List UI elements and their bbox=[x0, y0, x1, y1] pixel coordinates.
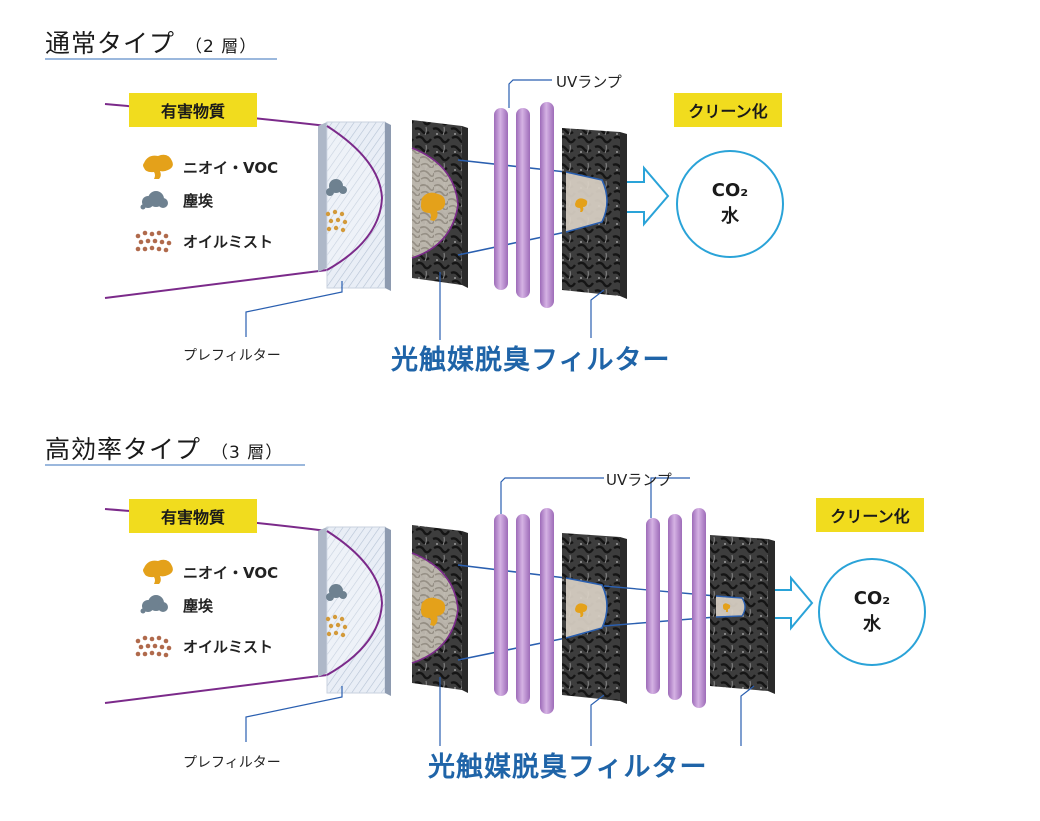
uv-label-leader-2 bbox=[650, 477, 690, 518]
legend-oil-mist: オイルミスト bbox=[183, 638, 274, 656]
prefilter-label: プレフィルター bbox=[183, 348, 281, 364]
legend-voc: ニオイ・VOC bbox=[183, 159, 279, 177]
uv-lamp-label: UVランプ bbox=[556, 73, 622, 91]
prefilter-mist bbox=[325, 209, 348, 233]
dust-icon bbox=[140, 595, 168, 614]
prefilter-leader bbox=[245, 281, 343, 337]
photocatalyst-leader-2 bbox=[590, 289, 605, 338]
uv-lamp-label: UVランプ bbox=[606, 471, 672, 489]
voc-cloud-icon bbox=[143, 154, 173, 179]
section-heading: 高効率タイプ （3 層） bbox=[45, 430, 283, 466]
layer-count: （2 層） bbox=[185, 37, 258, 57]
photocatalyst-leader-3 bbox=[740, 685, 755, 746]
layer-count: （3 層） bbox=[211, 443, 284, 463]
legend-voc: ニオイ・VOC bbox=[183, 564, 279, 582]
uv-label-leader bbox=[508, 79, 552, 108]
uv-lamp-1 bbox=[494, 108, 508, 290]
harmful-substances-badge: 有害物質 bbox=[129, 93, 257, 127]
harmful-label: 有害物質 bbox=[160, 508, 225, 527]
prefilter-edge bbox=[385, 122, 391, 291]
uv-lamp-1 bbox=[494, 514, 508, 696]
clean-label: クリーン化 bbox=[688, 102, 768, 121]
uv-lamp-2 bbox=[516, 108, 530, 298]
heading-underline bbox=[45, 58, 277, 60]
funnel-inner-curve bbox=[326, 125, 384, 271]
section-heading: 通常タイプ （2 層） bbox=[45, 24, 257, 60]
voc-small-icon bbox=[575, 198, 588, 212]
oil-mist-icon bbox=[135, 635, 172, 658]
legend-oil-mist: オイルミスト bbox=[183, 233, 274, 251]
oil-mist-icon bbox=[135, 230, 172, 253]
voc-in-filter-icon bbox=[421, 192, 446, 221]
clean-label: クリーン化 bbox=[830, 507, 910, 526]
uv-lamp-3 bbox=[540, 102, 554, 308]
filter-diagram bbox=[104, 477, 814, 746]
section-standard: 通常タイプ （2 層） bbox=[0, 0, 1040, 410]
heading-underline bbox=[45, 464, 305, 466]
uv-label-leader bbox=[500, 477, 604, 514]
harmful-label: 有害物質 bbox=[160, 102, 225, 121]
photocatalyst-leader-2 bbox=[590, 694, 605, 746]
clean-badge: クリーン化 bbox=[674, 93, 782, 127]
section-title: 高効率タイプ bbox=[45, 435, 202, 464]
section-high-efficiency: 高効率タイプ （3 層） bbox=[0, 410, 1040, 820]
funnel-line-bottom bbox=[104, 674, 328, 704]
result-circle: CO₂ 水 bbox=[818, 558, 926, 666]
funnel-inner-curve bbox=[326, 530, 384, 676]
harmful-substances-badge: 有害物質 bbox=[129, 499, 257, 533]
uv-lamp-4 bbox=[646, 518, 660, 694]
voc-cloud-icon bbox=[143, 559, 173, 584]
funnel-line-bottom bbox=[104, 269, 328, 299]
photocatalyst-label: 光触媒脱臭フィルター bbox=[391, 345, 671, 376]
prefilter-label: プレフィルター bbox=[183, 755, 281, 771]
result-water: 水 bbox=[863, 614, 881, 635]
prefilter-side bbox=[318, 122, 327, 272]
photocatalyst-label: 光触媒脱臭フィルター bbox=[428, 752, 708, 783]
legend-dust: 塵埃 bbox=[183, 192, 214, 210]
result-co2: CO₂ bbox=[853, 588, 891, 609]
result-water: 水 bbox=[721, 206, 739, 227]
flow-arrow-icon bbox=[627, 165, 670, 227]
uv-lamp-2 bbox=[516, 514, 530, 704]
clean-badge: クリーン化 bbox=[816, 498, 924, 532]
result-circle: CO₂ 水 bbox=[676, 150, 784, 258]
uv-lamp-3 bbox=[540, 508, 554, 714]
uv-lamp-5 bbox=[668, 514, 682, 700]
flow-arrow-icon bbox=[775, 575, 814, 631]
uv-lamp-6 bbox=[692, 508, 706, 708]
prefilter-leader bbox=[245, 686, 343, 742]
legend-dust: 塵埃 bbox=[183, 597, 214, 615]
section-title: 通常タイプ bbox=[45, 29, 176, 58]
result-co2: CO₂ bbox=[711, 180, 749, 201]
dust-icon bbox=[140, 191, 168, 210]
